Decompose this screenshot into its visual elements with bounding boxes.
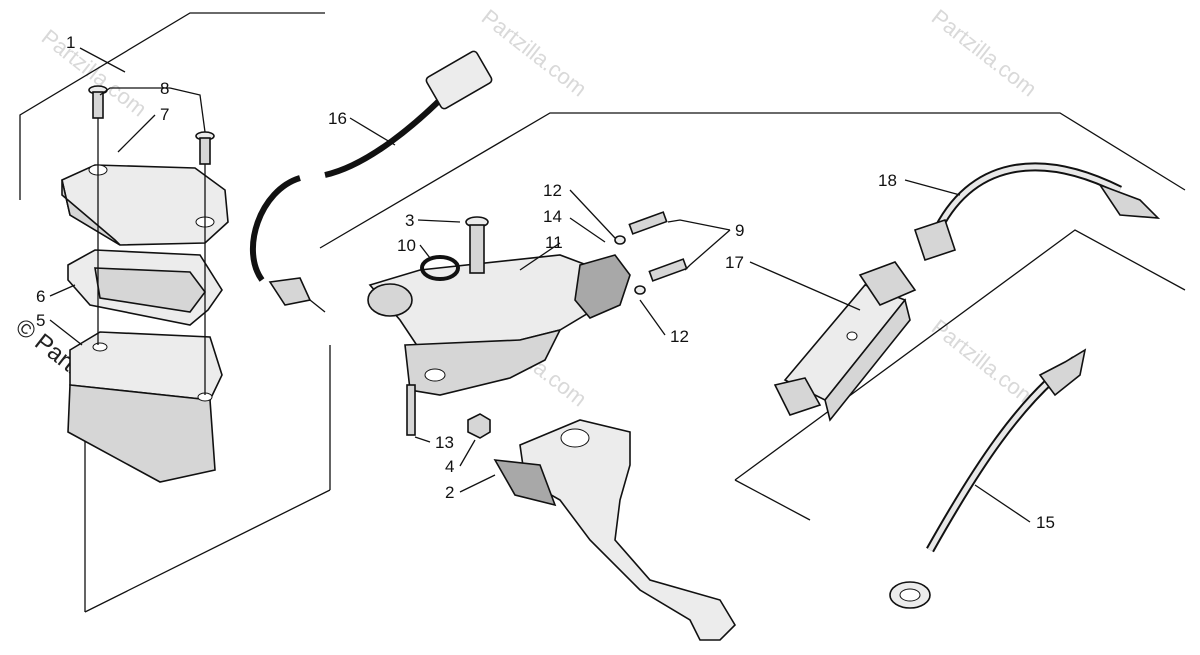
assembly-bracket-left bbox=[19, 12, 331, 613]
callout-12b: 12 bbox=[670, 327, 689, 346]
callout-17: 17 bbox=[725, 253, 744, 272]
watermark-text: Partzilla.com bbox=[927, 4, 1042, 101]
callout-10: 10 bbox=[397, 236, 416, 255]
callout-1: 1 bbox=[66, 33, 75, 52]
callout-2: 2 bbox=[445, 483, 454, 502]
callout-7: 7 bbox=[160, 105, 169, 124]
brake-switch-wire bbox=[250, 50, 493, 313]
diaphragm bbox=[67, 249, 223, 326]
leader-lines bbox=[49, 47, 1031, 523]
lever-screw bbox=[406, 384, 416, 436]
callout-13: 13 bbox=[435, 433, 454, 452]
callout-4: 4 bbox=[445, 457, 454, 476]
callout-11: 11 bbox=[545, 233, 563, 252]
callout-9: 9 bbox=[735, 221, 744, 240]
pivot-bolt bbox=[465, 216, 489, 274]
o-ring bbox=[420, 255, 460, 281]
clamp-screws bbox=[628, 211, 688, 282]
watermark-text: Partzilla.com bbox=[477, 4, 592, 101]
callout-8: 8 bbox=[160, 79, 169, 98]
brake-hose-upper bbox=[913, 162, 1161, 262]
cap-screws bbox=[88, 85, 215, 165]
callout-6: 6 bbox=[36, 287, 45, 306]
master-cylinder-housing bbox=[367, 254, 631, 396]
reservoir-body bbox=[67, 331, 223, 483]
hose-junction-block bbox=[773, 261, 917, 422]
callout-12a: 12 bbox=[543, 181, 562, 200]
alignment-lines bbox=[97, 118, 206, 395]
callout-15: 15 bbox=[1036, 513, 1055, 532]
brake-hose-lower bbox=[889, 348, 1087, 609]
callout-3: 3 bbox=[405, 211, 414, 230]
brake-lever bbox=[493, 419, 737, 641]
reservoir-cap bbox=[61, 164, 229, 246]
washers bbox=[614, 235, 646, 295]
lever-nut bbox=[467, 413, 491, 439]
callout-18: 18 bbox=[878, 171, 897, 190]
callout-labels: 1 2 3 4 5 6 7 8 9 10 11 12 12 13 14 15 1… bbox=[36, 33, 1055, 532]
callout-14: 14 bbox=[543, 207, 562, 226]
watermark-text: Partzilla.com bbox=[927, 314, 1042, 411]
callout-5: 5 bbox=[36, 311, 45, 330]
callout-16: 16 bbox=[328, 109, 347, 128]
